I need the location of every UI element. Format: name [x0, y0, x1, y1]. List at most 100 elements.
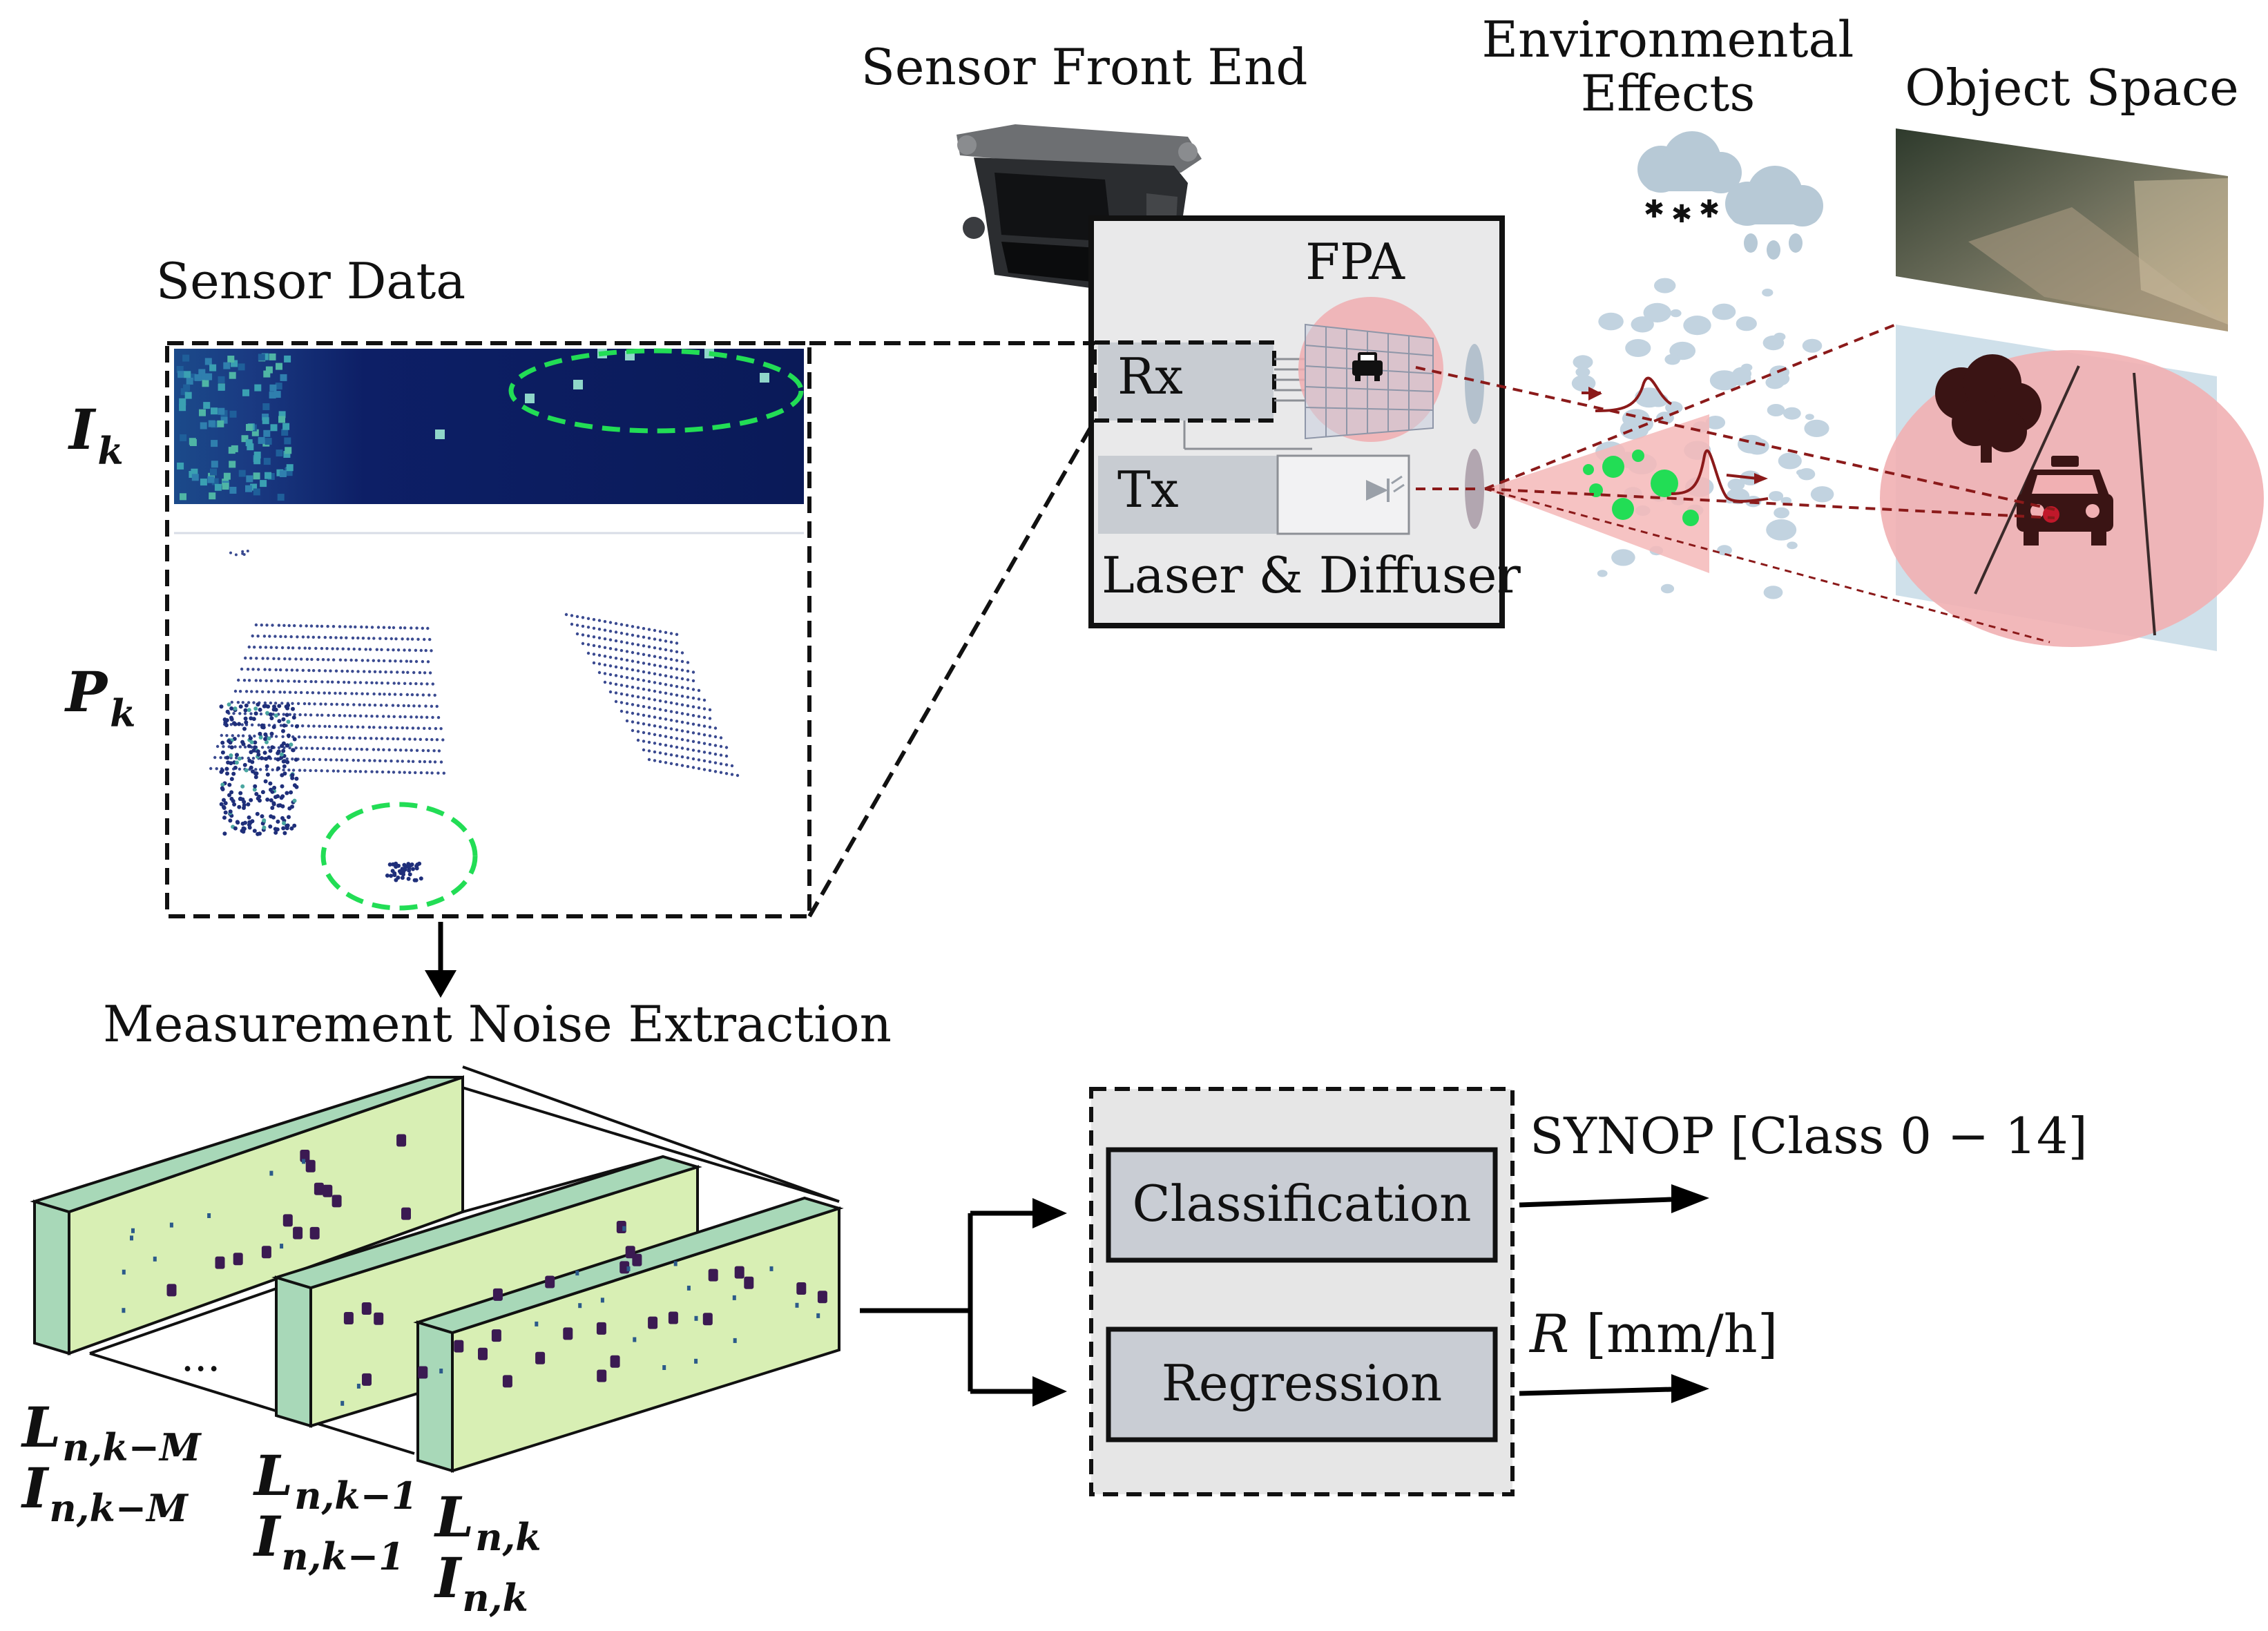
point: [298, 713, 302, 717]
point: [424, 648, 427, 653]
rain-droplet: [1670, 309, 1682, 318]
point: [413, 737, 417, 741]
point: [247, 758, 252, 763]
point: [658, 664, 662, 668]
point: [653, 715, 657, 719]
point: [220, 750, 225, 755]
point: [247, 815, 251, 820]
point: [603, 637, 607, 641]
point: [647, 662, 651, 666]
point: [358, 770, 363, 773]
point: [314, 646, 318, 650]
noise-speck: [207, 1213, 211, 1218]
regression-label: Regression: [1162, 1354, 1443, 1412]
rx-dashed-region: [1093, 340, 1276, 423]
synop-output-label: SYNOP [Class 0 − 14]: [1530, 1107, 2088, 1165]
point: [730, 764, 734, 768]
point: [363, 737, 367, 740]
point: [348, 769, 352, 773]
tx-label: Tx: [1117, 461, 1179, 519]
point: [387, 626, 391, 629]
point: [664, 726, 668, 730]
point: [619, 657, 624, 661]
point: [336, 680, 340, 684]
point: [249, 750, 253, 755]
point: [311, 691, 315, 695]
point: [358, 648, 361, 651]
point: [380, 682, 384, 685]
point: [361, 659, 364, 662]
heatmap-pixel: [184, 392, 192, 399]
point: [702, 733, 707, 737]
point: [227, 782, 232, 787]
heatmap-pixel: [246, 475, 253, 483]
point: [697, 732, 701, 735]
point: [331, 680, 334, 684]
point: [384, 759, 387, 763]
point: [249, 740, 254, 744]
point: [686, 669, 690, 673]
svg-text:✱: ✱: [1671, 200, 1692, 229]
point: [333, 747, 336, 751]
heatmap-pixel: [180, 434, 187, 441]
heatmap-pixel: [283, 451, 291, 458]
point: [631, 668, 635, 672]
laser-diode-icon: [1366, 475, 1405, 502]
point: [268, 749, 273, 753]
point: [314, 735, 317, 739]
point: [636, 686, 640, 690]
point: [231, 734, 234, 737]
point: [421, 626, 424, 630]
point: [647, 732, 651, 735]
heatmap-pixel: [204, 358, 212, 365]
point: [288, 713, 292, 717]
point: [291, 706, 295, 711]
point: [262, 825, 267, 830]
point: [658, 638, 662, 642]
point: [264, 646, 268, 649]
point: [243, 712, 247, 715]
point: [691, 749, 695, 752]
noise-blob: [314, 1182, 324, 1195]
point: [327, 747, 331, 751]
point: [636, 721, 640, 725]
point: [664, 735, 668, 738]
point: [301, 724, 305, 728]
point: [581, 633, 585, 637]
point: [424, 704, 427, 708]
point: [326, 769, 329, 773]
noise-blob: [744, 1276, 754, 1289]
heatmap-pixel: [227, 356, 235, 363]
point: [260, 814, 265, 819]
point: [619, 648, 624, 653]
noise-blob: [708, 1268, 718, 1282]
point: [288, 657, 291, 661]
point: [345, 725, 349, 728]
point: [310, 746, 314, 750]
point: [586, 617, 590, 620]
point: [393, 693, 397, 696]
point: [642, 679, 646, 682]
point: [288, 691, 292, 694]
point: [284, 704, 289, 709]
noise-speck: [769, 1266, 773, 1271]
point: [435, 704, 439, 708]
point: [664, 717, 668, 721]
point: [299, 624, 302, 628]
point: [336, 769, 340, 773]
point: [229, 551, 232, 554]
point: [680, 729, 684, 733]
point: [403, 682, 407, 685]
point: [403, 648, 406, 652]
point: [653, 681, 657, 684]
heatmap-pixel: [201, 374, 209, 381]
point: [642, 653, 646, 656]
point: [304, 679, 307, 684]
svg-text:✱: ✱: [1699, 195, 1720, 224]
rain-droplet: [1804, 419, 1829, 438]
point: [386, 682, 390, 685]
point: [229, 753, 233, 757]
point: [237, 722, 242, 726]
point: [339, 636, 343, 639]
